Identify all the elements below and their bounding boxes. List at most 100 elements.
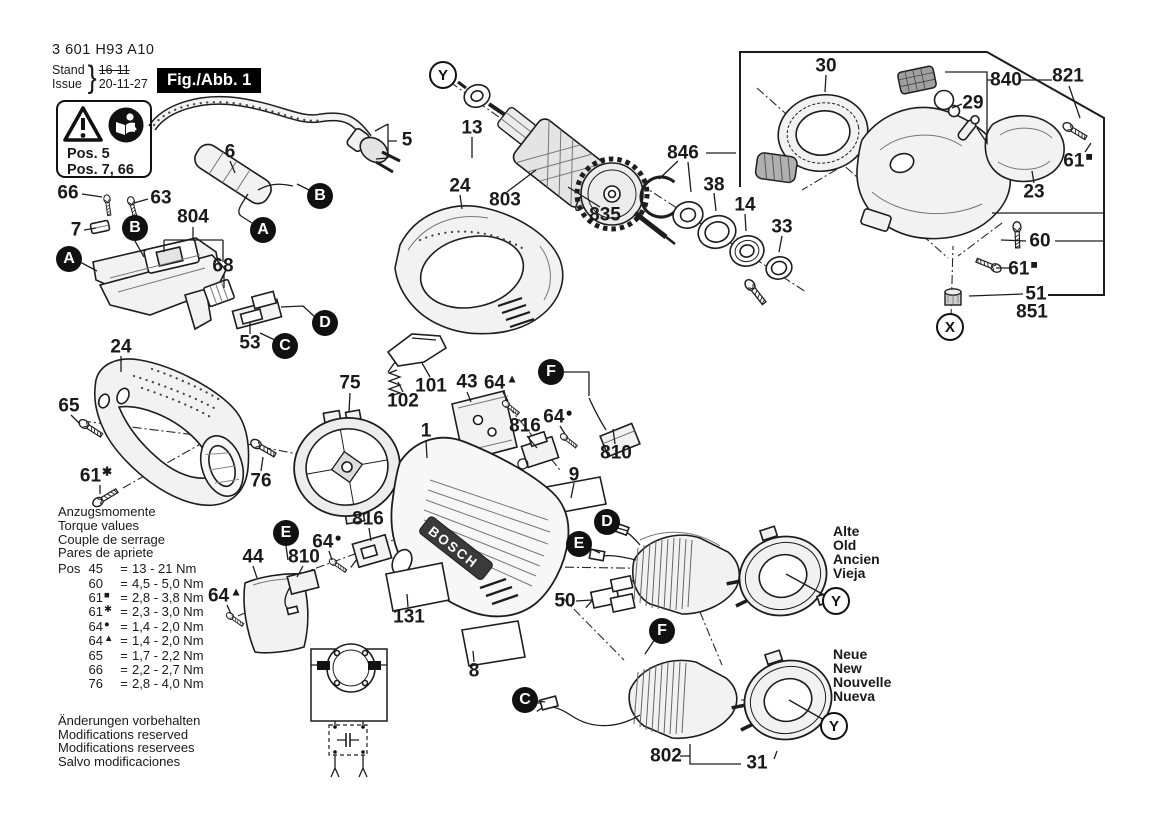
part-label: 101 (415, 375, 447, 397)
part-label: 131 (393, 606, 425, 628)
part-label: 75 (339, 372, 361, 394)
age-line: Old (833, 537, 857, 553)
part-label: 60 (1029, 230, 1051, 252)
part-label: 44 (242, 546, 264, 568)
datum-letter: Y (429, 61, 457, 89)
part-label: 804 (177, 206, 209, 228)
part-label: 61■ (1008, 257, 1038, 280)
torque-heading-line: Torque values (58, 517, 139, 533)
part-label: 816 (509, 415, 541, 437)
part-label: 8 (468, 660, 480, 682)
armature-drawing (457, 80, 676, 245)
datum-letter: Y (820, 712, 848, 740)
footer-line: Modifications reserved (58, 726, 189, 742)
part-label: 64▲ (207, 584, 243, 607)
field-coil-old-drawing (588, 521, 741, 615)
contact-bracket-drawing (585, 574, 639, 614)
torque-heading-line: Couple de serrage (58, 531, 165, 547)
age-line: Ancien (833, 551, 880, 567)
issue-date-block: Stand Issue } 16-11 20-11-27 (52, 59, 148, 95)
part-label: 53 (239, 332, 261, 354)
age-line: New (833, 660, 862, 676)
part-label: 50 (554, 590, 576, 612)
footer-line: Änderungen vorbehalten (58, 713, 201, 728)
warning-triangle-icon (63, 106, 103, 142)
part-label: 24 (449, 175, 471, 197)
torque-row: 61✱=2,3 - 3,0 Nm (88, 604, 204, 620)
brace-glyph: } (87, 59, 97, 95)
bearing-flange-old-drawing (726, 525, 833, 617)
footer-line: Modifications reservees (58, 740, 195, 756)
part-label: 30 (815, 55, 837, 77)
part-label: 33 (771, 216, 793, 238)
read-manual-icon (108, 107, 144, 143)
part-label: 64● (312, 530, 342, 553)
gearbox-assembly-drawing (754, 65, 1089, 306)
pos-line-2: Pos. 7, 66 (67, 162, 134, 178)
top-housing-cover-drawing (394, 205, 564, 335)
footnote-symbol: ▲ (230, 584, 243, 599)
torque-row: 64●=1,4 - 2,0 Nm (88, 618, 204, 634)
part-label: 846 (667, 142, 699, 164)
bearing-flange-new-drawing (731, 649, 838, 741)
bearing-train-drawing (639, 175, 793, 307)
part-label: 65 (58, 395, 80, 417)
part-label: 68 (212, 255, 234, 277)
pos-line-1: Pos. 5 (67, 146, 110, 162)
wiring-schematic (310, 643, 388, 778)
superseded-date: 16-11 (98, 63, 130, 77)
part-label: 13 (461, 117, 483, 139)
age-line: Neue (833, 646, 868, 662)
part-label: 29 (962, 92, 984, 114)
part-label: 23 (1023, 181, 1045, 203)
torque-heading-line: Anzugsmomente (58, 504, 156, 519)
footer-line: Salvo modificaciones (58, 753, 181, 769)
part-label: 66 (57, 182, 79, 204)
part-label: 24 (110, 336, 132, 358)
handle-drawing (76, 358, 278, 510)
part-label: 803 (489, 189, 521, 211)
footnote-symbol: ■ (1085, 149, 1093, 164)
part-label: 802 (650, 745, 682, 767)
torque-heading-line: Pares de apriete (58, 545, 154, 561)
callout-letter: C (512, 687, 538, 713)
part-label: 63 (150, 187, 172, 209)
footnote-symbol: ■ (1030, 257, 1038, 272)
age-line: Nueva (833, 688, 876, 704)
part-label: 810 (600, 442, 632, 464)
part-label: 1 (420, 420, 432, 442)
part-label: 64▲ (483, 371, 519, 394)
part-label: 6 (224, 141, 236, 163)
callout-letter: E (273, 520, 299, 546)
age-line: Vieja (833, 565, 866, 581)
part-label: 5 (401, 129, 413, 151)
part-label: 102 (387, 390, 419, 412)
part-label: 43 (456, 371, 478, 393)
callout-letter: A (250, 217, 276, 243)
torque-row: 65=1,7 - 2,2 Nm (88, 647, 204, 663)
callout-letter: A (56, 246, 82, 272)
datum-letter: X (936, 313, 964, 341)
part-label: 9 (568, 464, 580, 486)
part-label: 31 (746, 752, 768, 774)
part-label: 835 (589, 204, 621, 226)
footnote-symbol: ✱ (102, 464, 113, 479)
stator-ring-drawing (293, 409, 401, 525)
safety-note-box: Pos. 5 Pos. 7, 66 (56, 100, 152, 178)
part-label: 816 (352, 508, 384, 530)
document-part-number: 3 601 H93 A10 (52, 42, 155, 58)
callout-letter: E (566, 531, 592, 557)
part-label: 810 (288, 546, 320, 568)
footnote-symbol: ● (334, 530, 342, 545)
part-label: 38 (703, 174, 725, 196)
callout-letter: B (122, 215, 148, 241)
callout-letter: D (594, 509, 620, 535)
callout-letter: F (538, 359, 564, 385)
